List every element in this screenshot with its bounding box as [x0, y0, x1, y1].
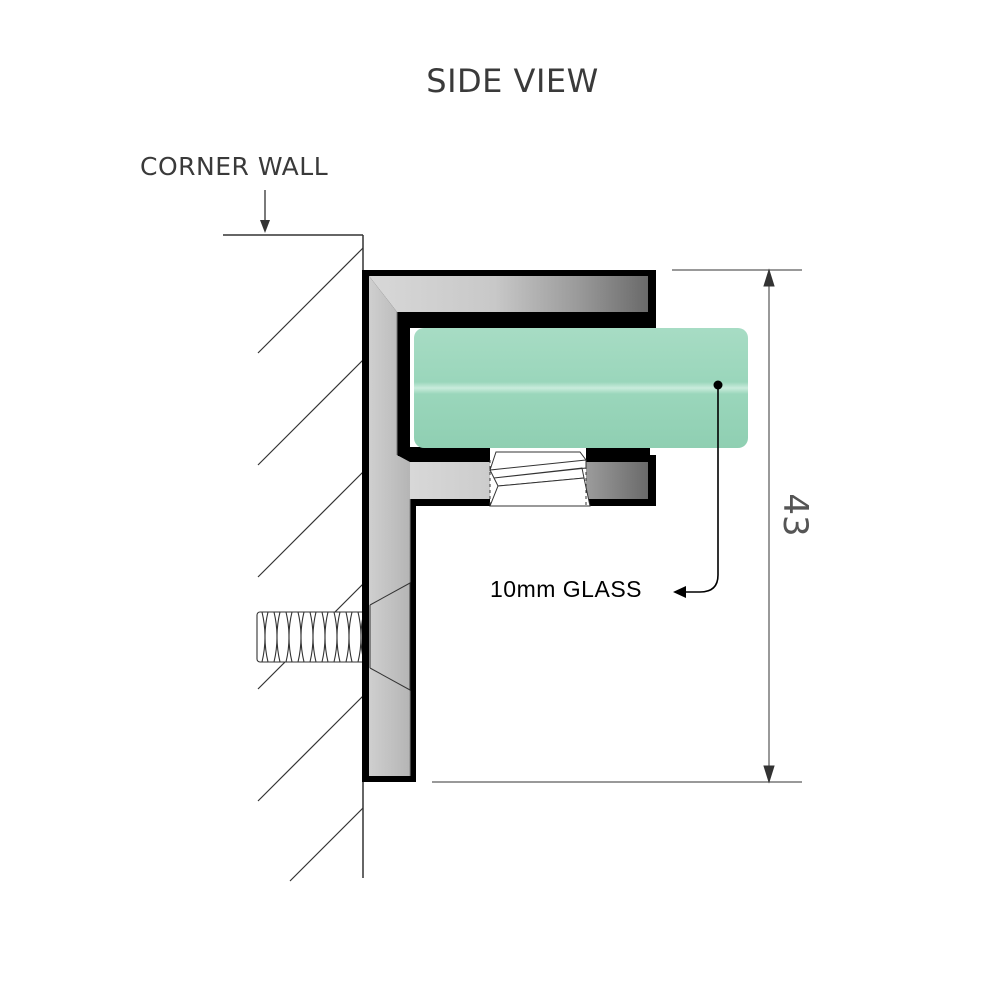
dimension-43 [432, 268, 802, 784]
aluminium-profile [362, 270, 656, 782]
screw [256, 611, 388, 663]
corner-wall-label: CORNER WALL [140, 152, 329, 181]
grub-screw [489, 448, 591, 507]
countersink-hole [369, 582, 411, 691]
dimension-label: 43 [775, 493, 815, 537]
wall-hatching [257, 247, 364, 882]
glass-pane [414, 328, 748, 448]
corner-wall-arrow [260, 190, 270, 233]
corner-wall [223, 234, 364, 882]
glass-leader [673, 380, 723, 598]
diagram-title: SIDE VIEW [426, 62, 599, 100]
glass-label: 10mm GLASS [490, 576, 642, 602]
